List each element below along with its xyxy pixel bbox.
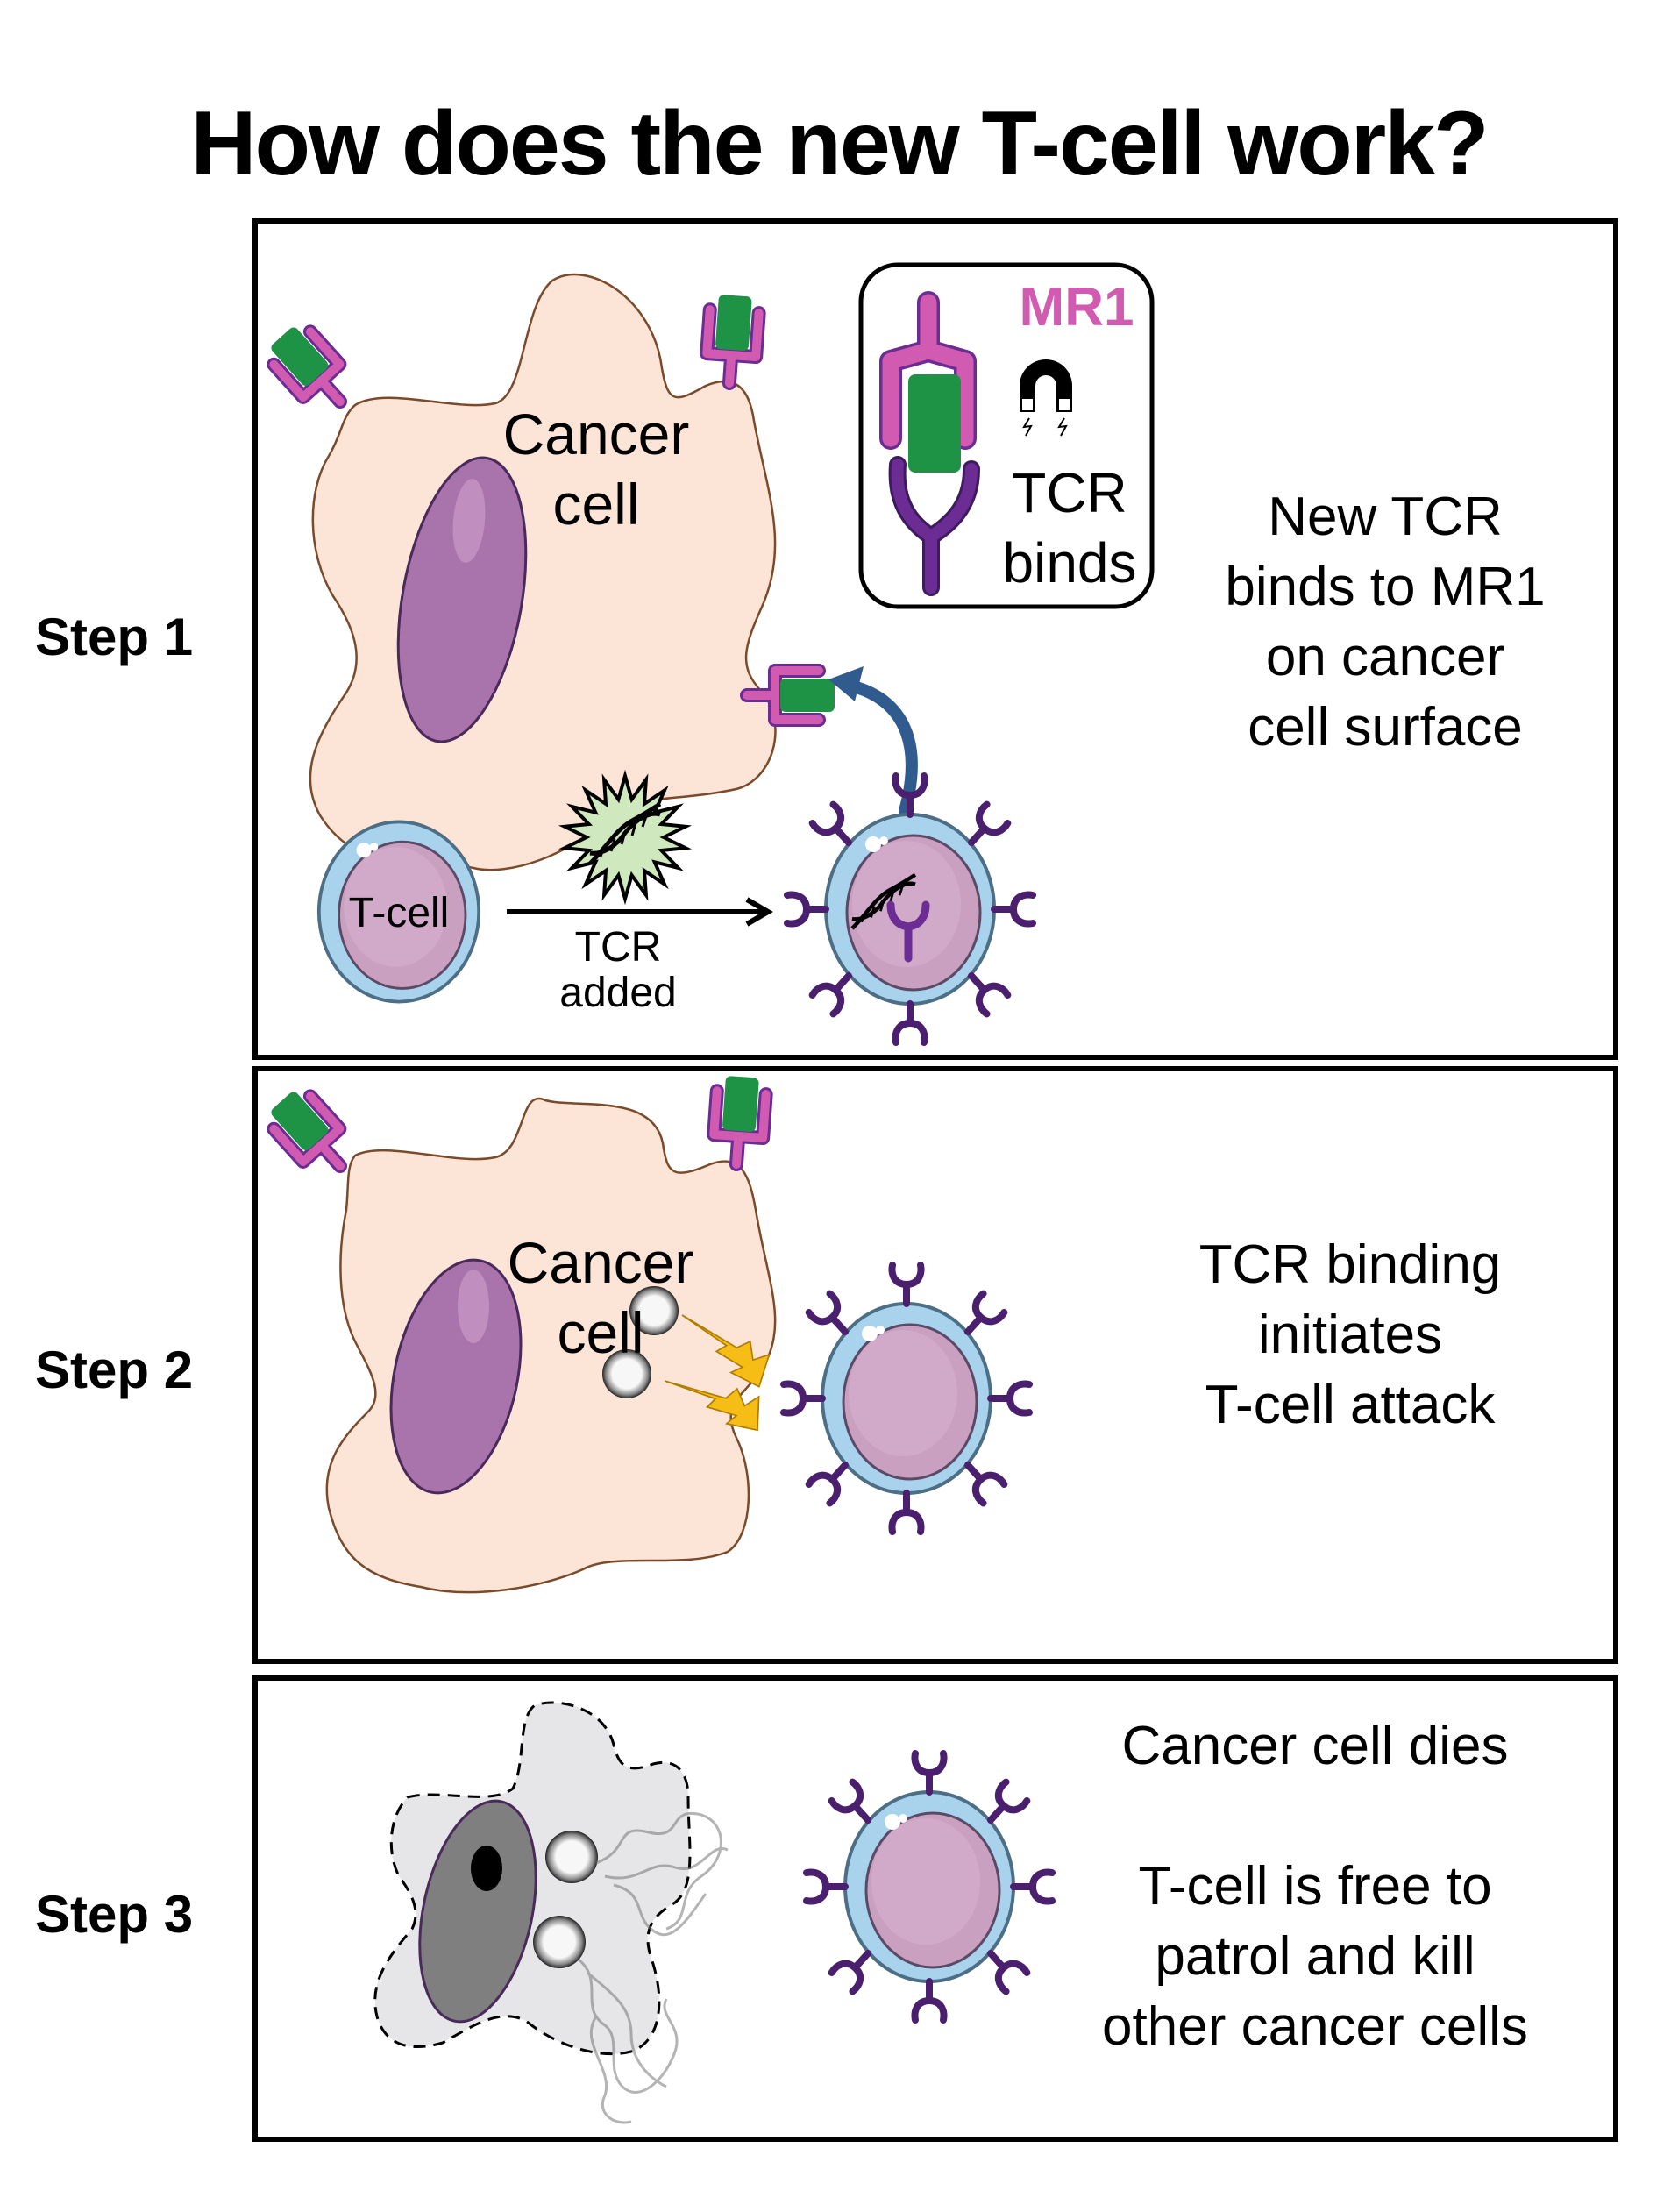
tcr-binds-caption-line: binds: [1002, 531, 1137, 594]
transform-arrow-icon: [507, 897, 773, 927]
mr1-antigen-icon: [263, 320, 359, 418]
cancer-cell-label-line: cell: [557, 1300, 644, 1365]
dna-starburst-icon: [558, 769, 693, 906]
description-line: binds to MR1: [1225, 557, 1546, 617]
cancer-cell-label-line: Cancer: [507, 1230, 694, 1295]
tcell-label: T-cell: [348, 890, 450, 936]
mr1-receptor-icon: [879, 291, 977, 473]
description-line: TCR binding: [1198, 1234, 1502, 1295]
step-3-description: T-cell is free to patrol and kill other …: [1043, 1852, 1587, 2062]
cancer-cell-label-line: cell: [552, 472, 640, 537]
cancer-cell-label: Cancer cell: [478, 1227, 723, 1368]
binding-arrow-icon: [828, 666, 918, 817]
step-3-headline: Cancer cell dies: [1121, 1716, 1509, 1776]
description-line: initiates: [1257, 1305, 1443, 1365]
tcr-receptor-icon: [888, 456, 980, 596]
description-line: New TCR: [1268, 487, 1503, 547]
tcr-binds-caption-line: TCR: [1012, 461, 1127, 524]
perforin-hole: [629, 1286, 679, 1335]
mr1-antigen-icon: [263, 1085, 359, 1183]
mr1-label: MR1: [1019, 277, 1134, 338]
description-line: T-cell attack: [1205, 1375, 1496, 1435]
cancer-cell-label-line: Cancer: [502, 402, 690, 466]
step-2-label: Step 2: [35, 1341, 194, 1399]
description-line: patrol and kill: [1155, 1926, 1475, 1987]
step-1-label: Step 1: [35, 608, 194, 666]
tcr-added-label-line: TCR: [574, 924, 662, 971]
tcr-added-label-line: added: [559, 970, 677, 1016]
dying-cancer-cell: [373, 1701, 729, 2124]
magnet-icon: [1020, 359, 1072, 437]
step-2-cancer-cell: [263, 1075, 777, 1594]
description-line: T-cell is free to: [1138, 1856, 1492, 1917]
perforin-hole: [533, 1916, 586, 1968]
free-tcell: [807, 1753, 1052, 2020]
smoke-icon: [578, 1811, 729, 2124]
tcr-binds-caption: TCR binds: [982, 458, 1157, 598]
nucleus: [418, 1799, 537, 2024]
tcr-added-label: TCR added: [526, 925, 710, 1016]
mr1-antigen-icon: [705, 294, 760, 385]
attacking-tcell: [784, 1265, 1029, 1532]
mr1-tcr-inset: [858, 262, 1155, 609]
description-line: on cancer: [1265, 627, 1505, 687]
engineered-tcell: [787, 776, 1033, 1042]
perforin-hole: [545, 1831, 598, 1883]
step-2-description: TCR binding initiates T-cell attack: [1131, 1230, 1569, 1440]
step-1-cancer-cell: [263, 273, 835, 871]
nucleus: [396, 456, 528, 743]
figure-title: How does the new T-cell work?: [190, 93, 1489, 195]
step-1-description: New TCR binds to MR1 on cancer cell surf…: [1166, 482, 1604, 763]
mr1-antigen-icon: [712, 1075, 767, 1166]
description-line: cell surface: [1248, 697, 1523, 757]
description-line: other cancer cells: [1102, 1996, 1528, 2057]
step-3-label: Step 3: [35, 1885, 194, 1944]
nucleolus: [471, 1846, 502, 1891]
cancer-cell-label: Cancer cell: [473, 399, 719, 539]
perforin-hole: [602, 1349, 651, 1398]
